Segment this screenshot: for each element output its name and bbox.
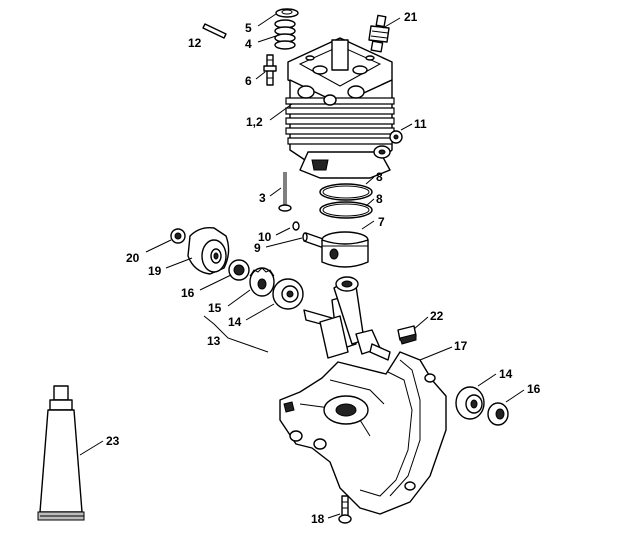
callout-11: 11	[414, 117, 427, 131]
part-cylinder	[285, 37, 395, 179]
callout-4: 4	[245, 37, 252, 51]
callout-14-left: 14	[228, 315, 242, 329]
leader-lines	[79, 13, 525, 519]
part-crankshaft	[303, 276, 391, 361]
part-valve	[278, 172, 292, 212]
callout-19: 19	[148, 264, 162, 278]
callout-1-2: 1,2	[246, 115, 263, 129]
part-screw	[338, 495, 352, 524]
part-pin	[202, 23, 227, 39]
callout-10: 10	[258, 230, 272, 244]
part-piston	[321, 231, 369, 268]
part-spark-plug	[368, 14, 390, 53]
callout-16-right: 16	[527, 382, 541, 396]
callout-18: 18	[311, 512, 325, 526]
callout-21: 21	[404, 10, 418, 24]
part-washer	[389, 130, 403, 144]
part-nut	[170, 228, 186, 244]
callout-6: 6	[245, 74, 252, 88]
callout-23: 23	[106, 434, 120, 448]
part-piston-ring-upper	[319, 183, 373, 201]
part-circlip	[292, 221, 300, 231]
part-bearing-right	[455, 386, 485, 420]
callout-9: 9	[254, 241, 261, 255]
callout-8-lower: 8	[376, 192, 383, 206]
part-stud-bolt	[263, 54, 277, 86]
callout-14-right: 14	[499, 367, 513, 381]
part-valve-spring	[274, 19, 296, 50]
part-oil-seal-left	[228, 259, 250, 281]
part-flywheel	[187, 226, 230, 275]
callout-15: 15	[208, 301, 222, 315]
part-clip	[397, 325, 417, 345]
callout-17: 17	[454, 339, 468, 353]
part-piston-ring-lower	[319, 201, 373, 219]
callout-22: 22	[430, 309, 444, 323]
callout-5: 5	[245, 21, 252, 35]
part-gear	[249, 267, 275, 297]
callout-8-upper: 8	[376, 170, 383, 184]
part-bearing-left	[272, 278, 304, 310]
part-tube	[37, 385, 85, 521]
callout-7: 7	[378, 215, 385, 229]
callout-13: 13	[207, 334, 221, 348]
callout-12: 12	[188, 36, 202, 50]
callout-20: 20	[126, 251, 140, 265]
callout-labels: 5 4 6 12 21 1,2 11 8 8 3 7 10 9 20 19 16…	[106, 10, 541, 526]
callout-3: 3	[259, 191, 266, 205]
part-crankcase	[279, 351, 447, 515]
part-oil-seal-right	[487, 402, 509, 426]
callout-16-left: 16	[181, 286, 195, 300]
part-valve-cap	[275, 8, 299, 18]
